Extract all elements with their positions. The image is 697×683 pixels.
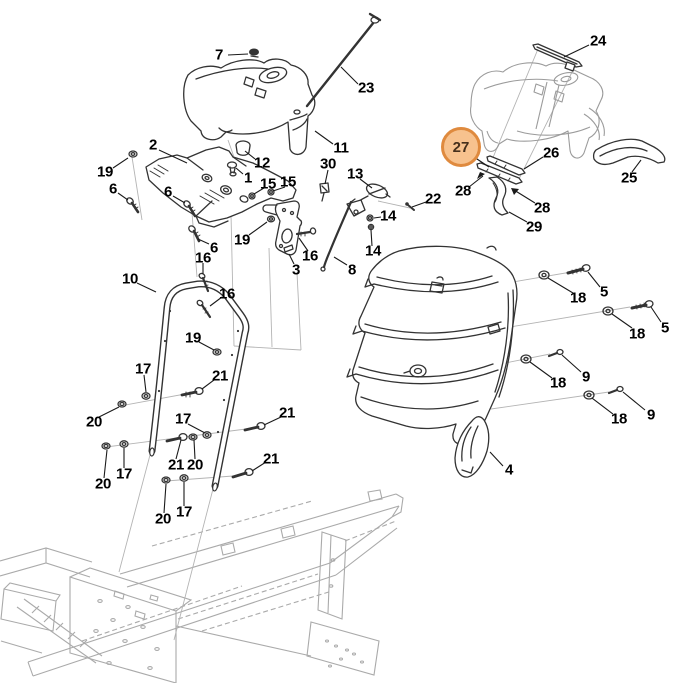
part-19-nuts [128, 150, 276, 356]
part-18-washers [520, 270, 614, 400]
part-15-clip [267, 188, 275, 196]
chassis-frame [0, 489, 404, 683]
part-8-rod [322, 200, 353, 269]
part-23-dipstick [305, 20, 376, 108]
part-9-screws [547, 348, 624, 395]
ghost-housing [470, 62, 605, 159]
part-7-cap [249, 48, 259, 56]
part-14-nut [367, 223, 375, 231]
leader-lines [98, 44, 662, 514]
part-25-trim [592, 138, 666, 166]
part-4-panel [352, 245, 518, 445]
part-15-clip [248, 192, 256, 200]
part-2-bracket [145, 146, 297, 223]
part-1-pin [226, 161, 238, 169]
part-14-nut [366, 214, 374, 222]
part-16-bolts [196, 227, 317, 319]
part-17-20-21-fasteners [101, 386, 266, 484]
part-5-bolts [566, 264, 654, 310]
part-11-housing [183, 58, 316, 156]
callout-part-number: 27 [452, 138, 470, 156]
part-22-screw [407, 204, 415, 211]
part-callout-27[interactable]: 27 [441, 127, 481, 167]
part-6-bolts [126, 197, 201, 243]
part-27-strip [476, 162, 523, 185]
parts [101, 12, 666, 492]
part-29-strap [488, 176, 509, 216]
